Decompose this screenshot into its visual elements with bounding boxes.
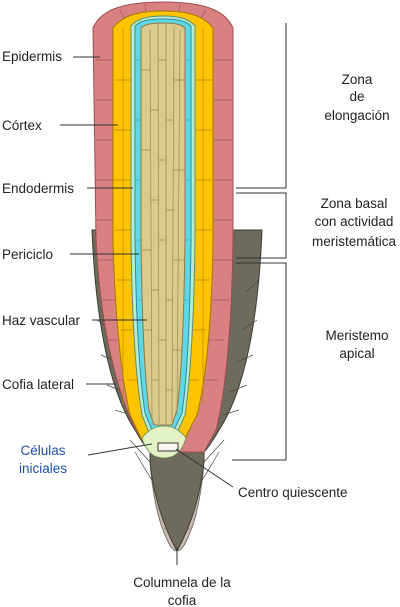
root-tip xyxy=(91,1,263,553)
zone-basal-line-2: con actividad xyxy=(315,214,394,229)
bracket-elongation xyxy=(236,23,287,189)
zone-elongation-line-3: elongación xyxy=(324,108,389,123)
zone-basal-line-1: Zona basal xyxy=(321,196,388,211)
label-epidermis: Epidermis xyxy=(2,49,62,64)
zone-apical-line-1: Meristemo xyxy=(325,328,388,343)
zone-brackets xyxy=(232,23,287,461)
label-columella-line-2: cofia xyxy=(168,593,197,607)
cortex-cells xyxy=(114,28,212,405)
label-lateral-cap: Cofia lateral xyxy=(2,377,74,392)
zone-elongation-line-2: de xyxy=(349,89,364,104)
left-labels: Epidermis Córtex Endodermis Periciclo Ha… xyxy=(2,49,81,476)
zone-elongation-line-1: Zona xyxy=(342,72,373,87)
label-columella-line-1: Columnela de la xyxy=(133,575,231,590)
left-leaders xyxy=(60,56,153,456)
leader-initials xyxy=(87,443,153,456)
vascular-cells xyxy=(141,23,185,425)
label-initials-line-2: iniciales xyxy=(19,461,67,476)
label-cortex: Córtex xyxy=(2,118,42,133)
label-endodermis: Endodermis xyxy=(2,181,74,196)
zone-apical-line-2: apical xyxy=(339,346,374,361)
label-quiescent: Centro quiescente xyxy=(238,485,348,500)
vascular-bundle xyxy=(140,22,186,426)
zone-basal-line-3: meristemática xyxy=(312,234,397,249)
leader-quiescent xyxy=(175,448,234,488)
quiescent-center xyxy=(157,442,179,452)
bracket-apical xyxy=(232,262,287,461)
label-initials-line-1: Células xyxy=(20,443,65,458)
label-pericycle: Periciclo xyxy=(2,247,53,262)
pericycle-edge-cells xyxy=(136,59,190,301)
zone-labels: Zona de elongación Zona basal con activi… xyxy=(312,72,397,361)
label-vascular: Haz vascular xyxy=(2,313,81,328)
bracket-basal xyxy=(236,192,287,259)
